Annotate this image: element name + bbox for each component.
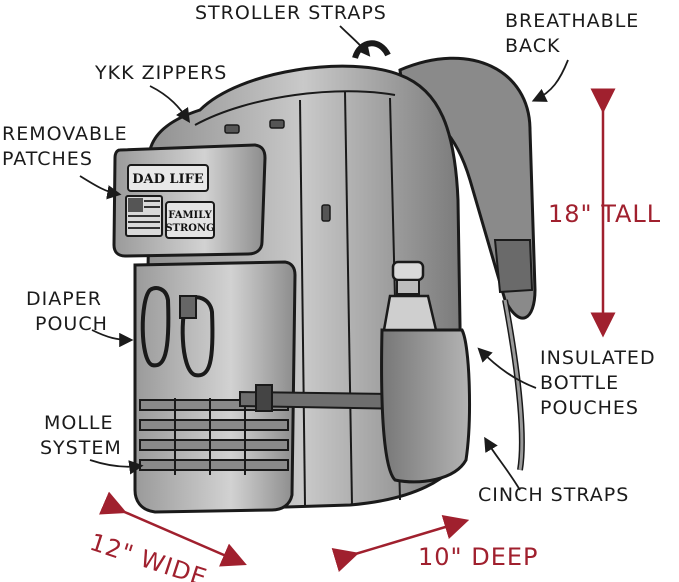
label-ykk-zippers: YKK ZIPPERS (95, 62, 228, 84)
flag-patch-icon (125, 195, 163, 237)
label-diaper: DIAPER (26, 288, 102, 310)
patch-family: FAMILY (168, 210, 212, 221)
zipper-pull-icon (224, 119, 331, 222)
label-back: BACK (505, 35, 561, 57)
label-stroller-straps: STROLLER STRAPS (195, 2, 387, 24)
label-pouch: POUCH (35, 313, 108, 335)
removable-patches: DAD LIFE FAMILY STRONG (125, 164, 215, 239)
dimension-deep: 10" DEEP (418, 543, 539, 571)
carabiner-icon (140, 286, 215, 378)
dimension-tall: 18" TALL (548, 200, 662, 228)
water-bottle-icon (382, 260, 438, 332)
width-arrow (98, 491, 247, 567)
label-insulated: INSULATED (540, 347, 656, 369)
label-bottle: BOTTLE (540, 372, 620, 394)
label-system: SYSTEM (40, 437, 122, 459)
patch-dad-life: DAD LIFE (132, 172, 204, 187)
patch-strong: STRONG (165, 223, 214, 234)
shoulder-strap (398, 56, 537, 471)
buckle-icon (255, 384, 273, 412)
label-cinch-straps: CINCH STRAPS (478, 484, 630, 506)
depth-arrow (331, 515, 470, 573)
bottle-pouch (380, 328, 471, 484)
label-patches: PATCHES (2, 148, 93, 170)
label-pouches: POUCHES (540, 397, 639, 419)
label-molle: MOLLE (44, 412, 114, 434)
label-breathable: BREATHABLE (505, 10, 640, 32)
label-removable: REMOVABLE (2, 123, 128, 145)
